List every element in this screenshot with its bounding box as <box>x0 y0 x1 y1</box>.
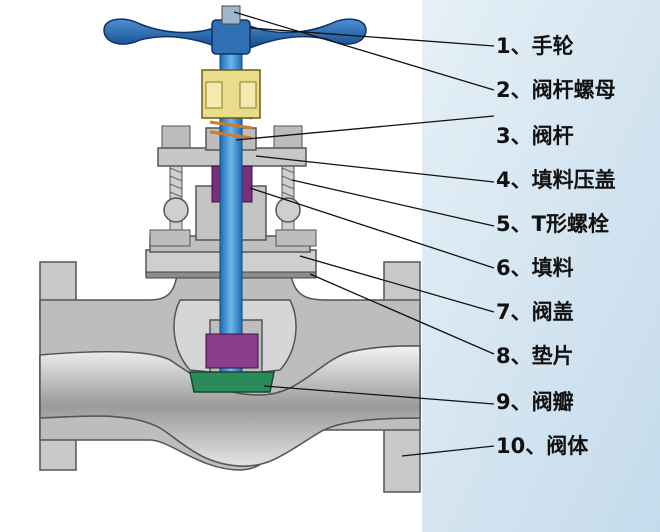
handwheel <box>103 5 367 55</box>
right-background <box>422 0 660 532</box>
t-bolts <box>149 125 317 247</box>
disc <box>189 333 275 393</box>
label-3: 3、阀杆 <box>496 124 574 148</box>
label-4: 4、填料压盖 <box>496 168 616 192</box>
label-7: 7、阀盖 <box>496 300 574 324</box>
label-5: 5、T形螺栓 <box>496 212 609 236</box>
label-2: 2、阀杆螺母 <box>496 78 616 102</box>
leader-lines <box>233 11 495 457</box>
stem-nut <box>201 69 261 119</box>
label-10: 10、阀体 <box>496 434 589 458</box>
label-1: 1、手轮 <box>496 34 574 58</box>
label-9: 9、阀瓣 <box>496 390 574 414</box>
label-6: 6、填料 <box>496 256 574 280</box>
label-8: 8、垫片 <box>496 344 574 368</box>
